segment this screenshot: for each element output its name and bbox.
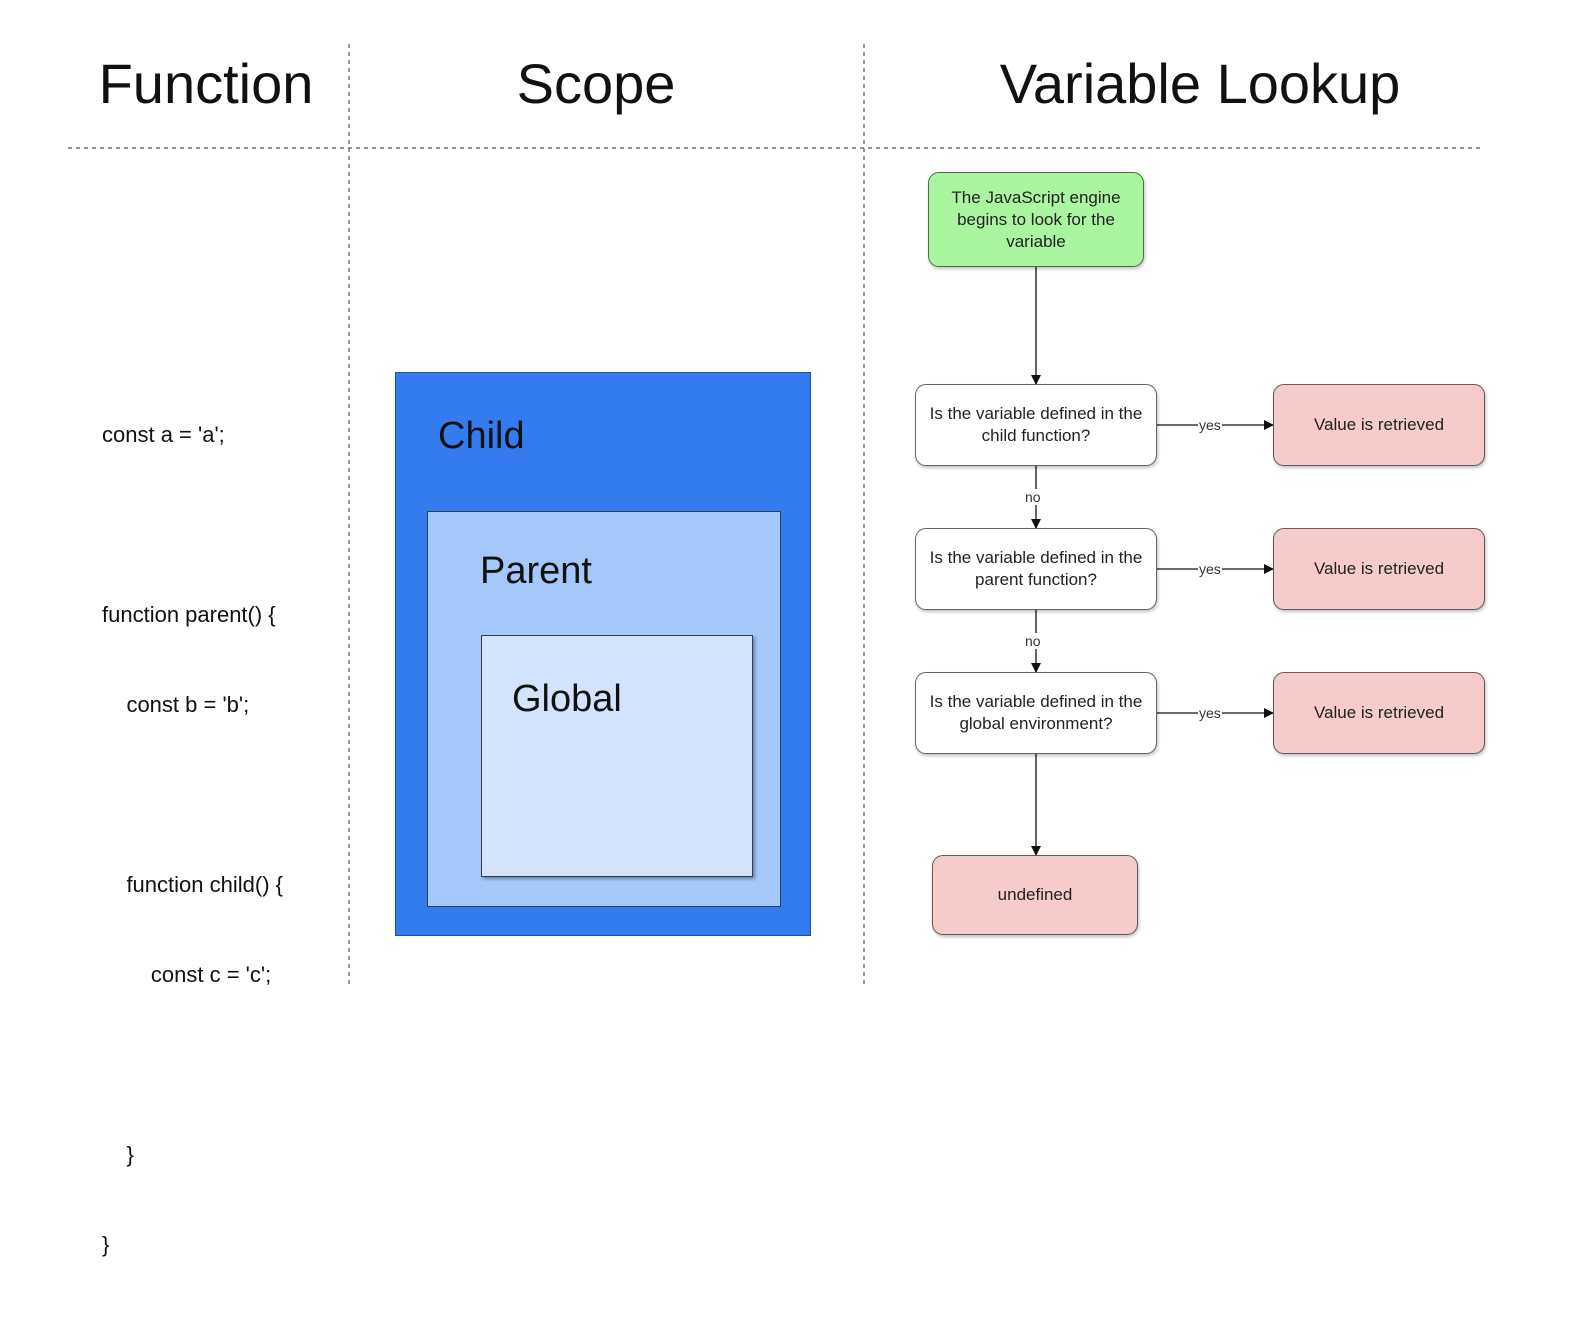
code-line: const b = 'b'; xyxy=(102,692,250,717)
code-line xyxy=(102,510,283,540)
flow-result-child: Value is retrieved xyxy=(1273,384,1485,466)
edge-label-no: no xyxy=(1024,633,1042,649)
scope-box-global: Global xyxy=(481,635,753,877)
edge-label-no: no xyxy=(1024,489,1042,505)
edge-label-yes: yes xyxy=(1198,417,1222,433)
flow-result-global: Value is retrieved xyxy=(1273,672,1485,754)
code-line: const c = 'c'; xyxy=(102,962,272,987)
flow-question-child: Is the variable defined in the child fun… xyxy=(915,384,1157,466)
scope-label-child: Child xyxy=(438,415,525,457)
code-line xyxy=(102,1050,283,1080)
diagram-lines xyxy=(68,44,1482,988)
scope-diagram: Function Scope Variable Lookup const a =… xyxy=(68,44,1485,1257)
header-scope: Scope xyxy=(516,52,676,115)
flow-question-global: Is the variable defined in the global en… xyxy=(915,672,1157,754)
edge-label-yes: yes xyxy=(1198,705,1222,721)
flow-result-parent: Value is retrieved xyxy=(1273,528,1485,610)
code-line: function parent() { xyxy=(102,602,276,627)
code-line xyxy=(102,780,283,810)
code-line: function child() { xyxy=(102,872,283,897)
header-variable-lookup: Variable Lookup xyxy=(999,52,1401,115)
scope-label-parent: Parent xyxy=(480,550,592,592)
scope-label-global: Global xyxy=(512,678,622,720)
flow-question-parent: Is the variable defined in the parent fu… xyxy=(915,528,1157,610)
code-sample: const a = 'a'; function parent() { const… xyxy=(102,360,283,1320)
flow-end-undefined: undefined xyxy=(932,855,1138,935)
code-line: } xyxy=(102,1142,134,1167)
code-line: } xyxy=(102,1232,110,1257)
edge-label-yes: yes xyxy=(1198,561,1222,577)
code-line: const a = 'a'; xyxy=(102,422,225,447)
flow-start-node: The JavaScript engine begins to look for… xyxy=(928,172,1144,267)
header-function: Function xyxy=(98,52,314,115)
